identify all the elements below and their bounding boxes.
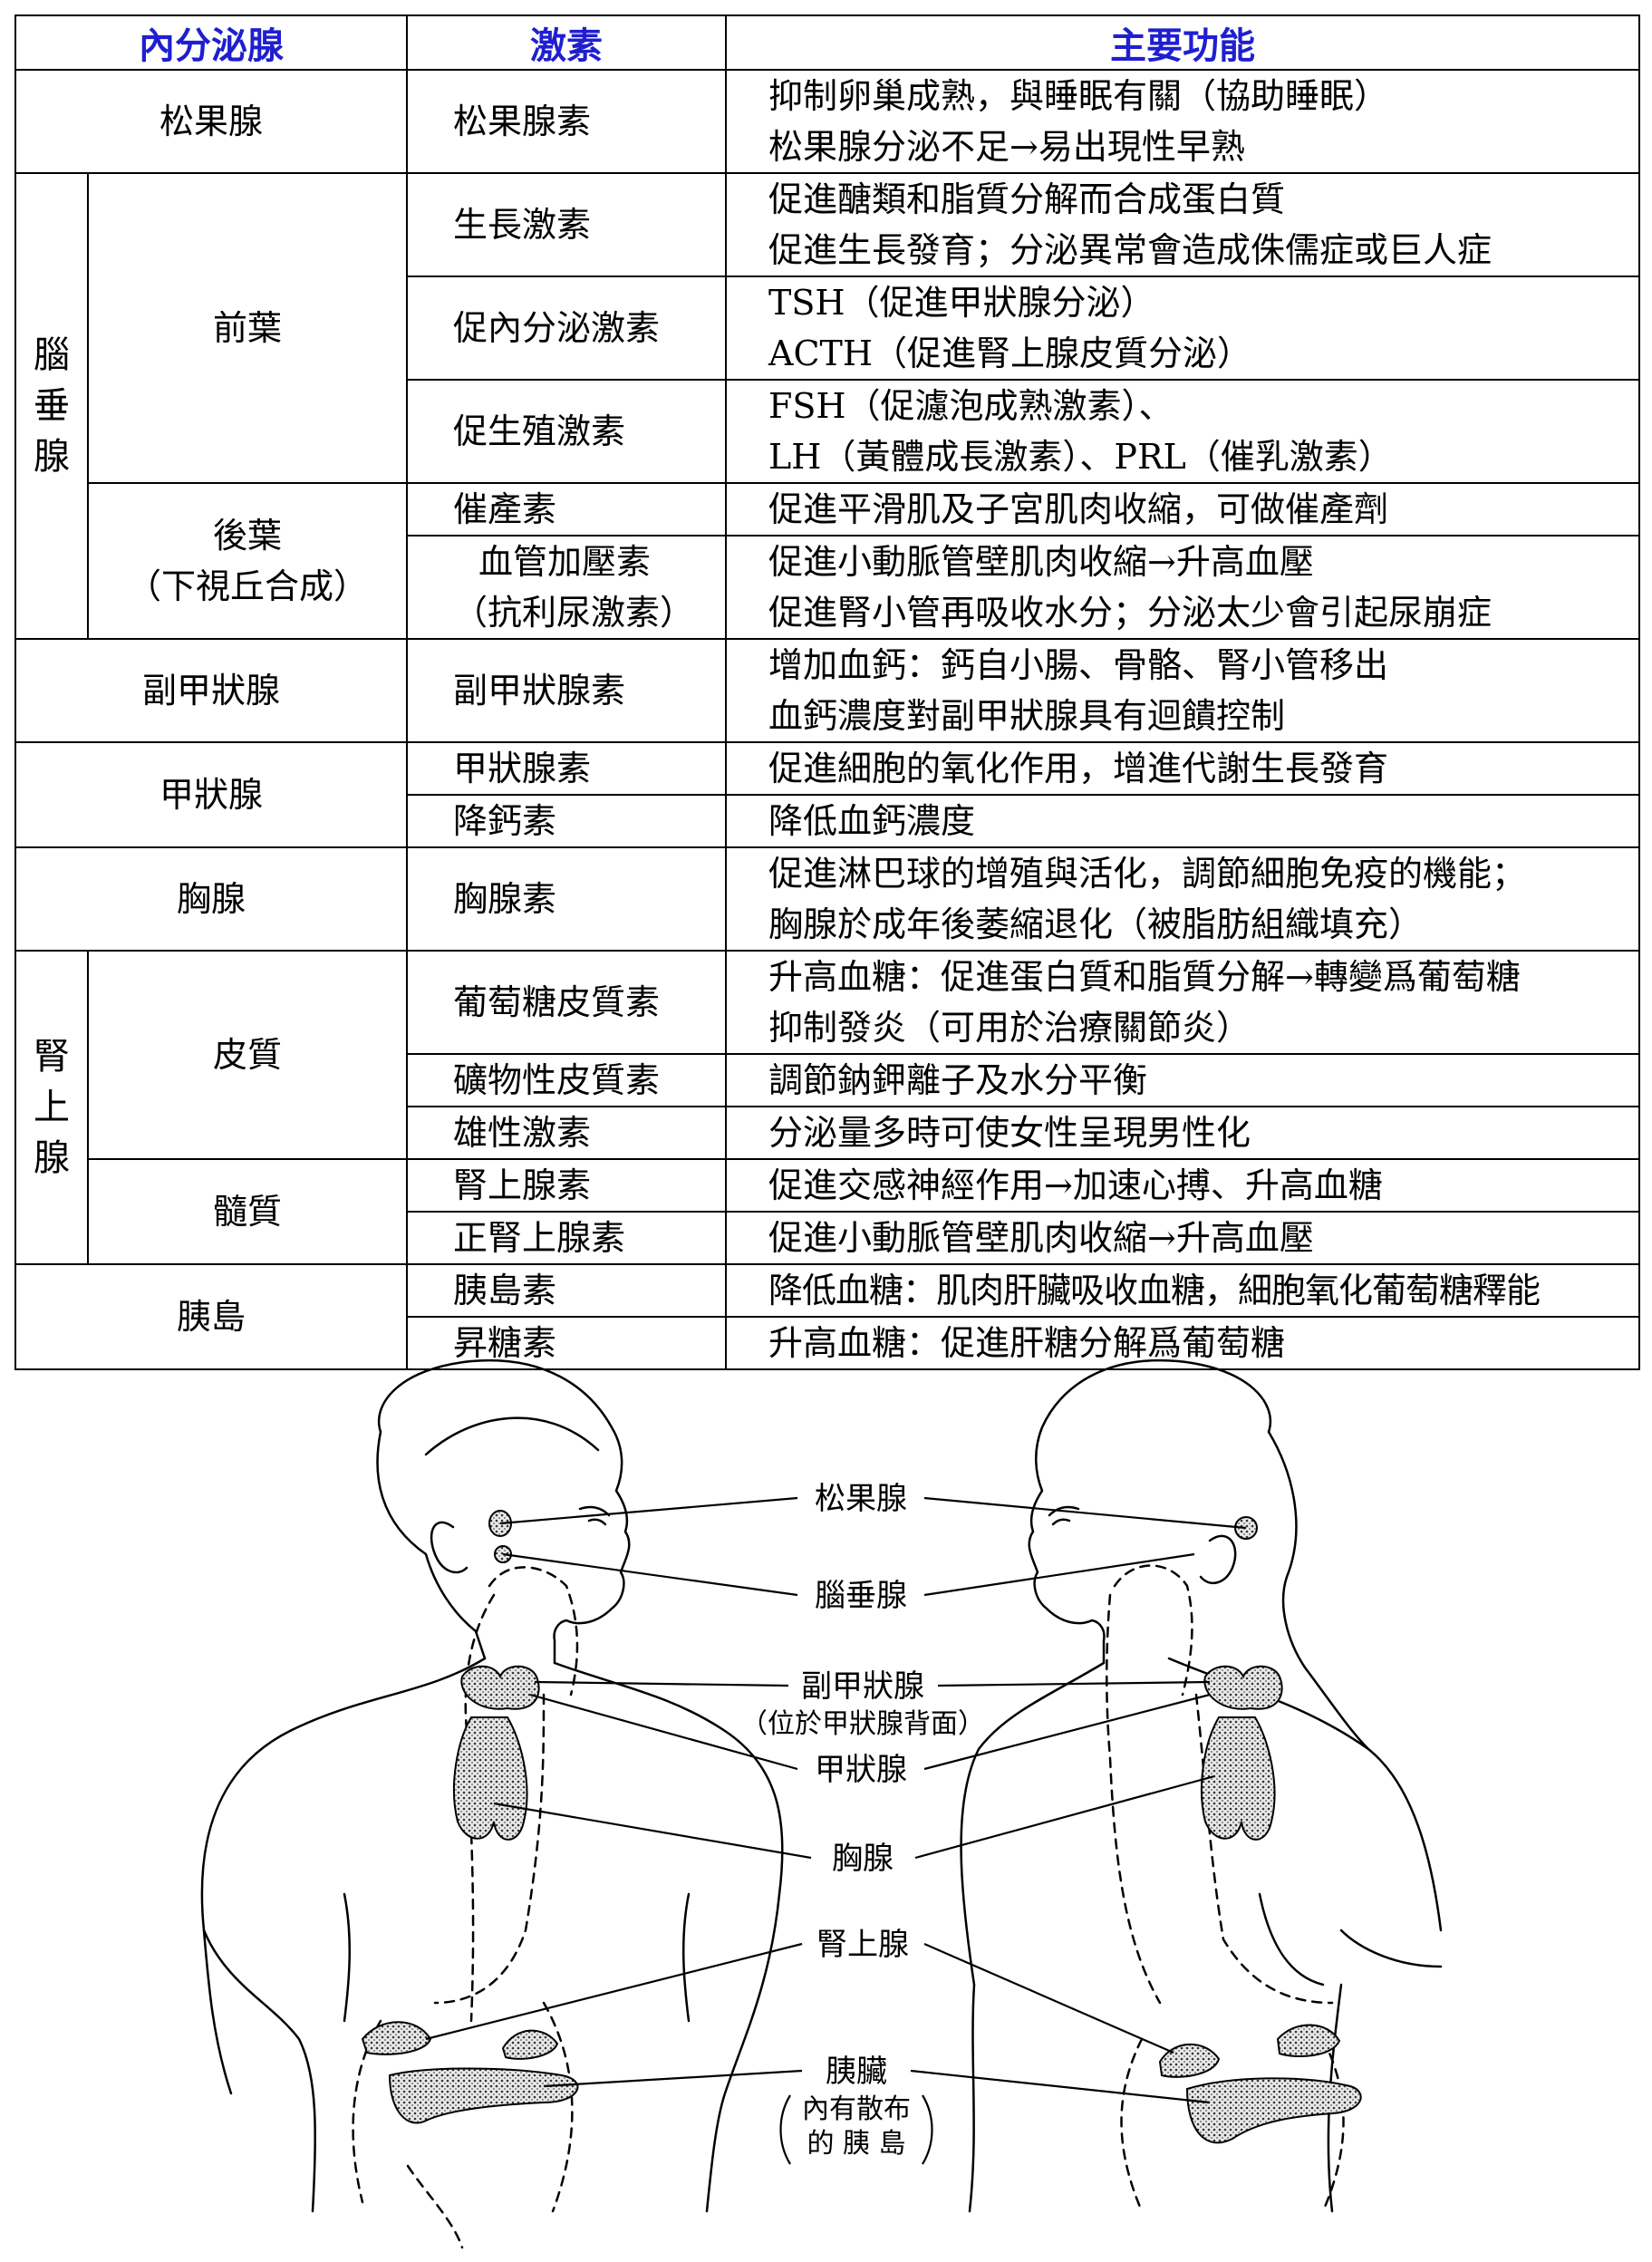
header-hormone: 激素 xyxy=(406,14,727,71)
male-figure xyxy=(200,1358,784,2249)
gland-pituitary: 腦 垂 腺 xyxy=(14,172,89,640)
hormone-calcitonin: 降鈣素 xyxy=(406,794,727,848)
gland-pineal: 松果腺 xyxy=(14,69,408,174)
hormone-thymosin: 胸腺素 xyxy=(406,846,727,952)
female-adrenal-right xyxy=(1276,2024,1341,2058)
female-thymus-gland xyxy=(1201,1716,1276,1841)
male-thyroid-gland xyxy=(460,1665,540,1710)
hormone-insulin: 胰島素 xyxy=(406,1263,727,1318)
hormone-tropic: 促內分泌激素 xyxy=(406,276,727,381)
diagram-label-pituitary: 腦垂腺 xyxy=(815,1578,907,1614)
lobe-anterior: 前葉 xyxy=(87,172,408,484)
gland-parathyroid: 副甲狀腺 xyxy=(14,638,408,743)
header-gland: 內分泌腺 xyxy=(14,14,408,71)
hormone-glucocorticoid: 葡萄糖皮質素 xyxy=(406,950,727,1055)
hormone-mineralocorticoid: 礦物性皮質素 xyxy=(406,1053,727,1107)
hormone-glucagon: 昇糖素 xyxy=(406,1316,727,1370)
lobe-posterior: 後葉（下視丘合成） xyxy=(87,482,408,640)
function-glucocorticoid: 升高血糖：促進蛋白質和脂質分解→轉變爲葡萄糖抑制發炎（可用於治療關節炎） xyxy=(725,950,1640,1055)
function-mineralocorticoid: 調節鈉鉀離子及水分平衡 xyxy=(725,1053,1640,1107)
gland-adrenal: 腎 上 腺 xyxy=(14,950,89,1265)
hormone-thyroxine: 甲狀腺素 xyxy=(406,741,727,796)
function-calcitonin: 降低血鈣濃度 xyxy=(725,794,1640,848)
function-parathormone: 增加血鈣：鈣自小腸、骨骼、腎小管移出血鈣濃度對副甲狀腺具有迴饋控制 xyxy=(725,638,1640,743)
endocrine-table: 內分泌腺 激素 主要功能 松果腺 松果腺素 抑制卵巢成熟，與睡眠有關（協助睡眠）… xyxy=(14,14,1640,1370)
function-melatonin: 抑制卵巢成熟，與睡眠有關（協助睡眠）松果腺分泌不足→易出現性早熟 xyxy=(725,69,1640,174)
male-thymus-gland xyxy=(453,1716,528,1841)
female-thyroid-gland xyxy=(1203,1665,1283,1710)
hormone-growth: 生長激素 xyxy=(406,172,727,277)
diagram-label-pancreas-note-1: 內有散布 xyxy=(802,2093,911,2125)
diagram-label-parathyroid-note: （位於甲狀腺背面） xyxy=(740,1708,985,1740)
header-function: 主要功能 xyxy=(725,14,1640,71)
diagram-label-pancreas-note-2: 的 胰 島 xyxy=(807,2128,905,2160)
hormone-vasopressin: 血管加壓素（抗利尿激素） xyxy=(406,535,727,640)
function-thyroxine: 促進細胞的氧化作用，增進代謝生長發育 xyxy=(725,741,1640,796)
function-growth: 促進醣類和脂質分解而合成蛋白質促進生長發育；分泌異常會造成侏儒症或巨人症 xyxy=(725,172,1640,277)
diagram-label-pancreas: 胰臟 xyxy=(826,2054,887,2090)
function-glucagon: 升高血糖：促進肝糖分解爲葡萄糖 xyxy=(725,1316,1640,1370)
function-vasopressin: 促進小動脈管壁肌肉收縮→升高血壓促進腎小管再吸收水分；分泌太少會引起尿崩症 xyxy=(725,535,1640,640)
endocrine-diagram: 松果腺 腦垂腺 副甲狀腺 （位於甲狀腺背面） 甲狀腺 胸腺 腎上腺 胰臟 內有散… xyxy=(200,1358,1443,2249)
function-androgen: 分泌量多時可使女性呈現男性化 xyxy=(725,1106,1640,1160)
adrenal-cortex: 皮質 xyxy=(87,950,408,1160)
function-epinephrine: 促進交感神經作用→加速心搏、升高血糖 xyxy=(725,1158,1640,1213)
female-pancreas xyxy=(1185,2077,1362,2144)
male-pancreas xyxy=(388,2067,579,2124)
diagram-label-adrenal: 腎上腺 xyxy=(816,1927,909,1963)
gland-thyroid: 甲狀腺 xyxy=(14,741,408,848)
leader-lines xyxy=(425,1496,1247,2104)
gland-islets: 胰島 xyxy=(14,1263,408,1370)
function-norepinephrine: 促進小動脈管壁肌肉收縮→升高血壓 xyxy=(725,1211,1640,1265)
function-tropic: TSH（促進甲狀腺分泌）ACTH（促進腎上腺皮質分泌） xyxy=(725,276,1640,381)
hormone-norepinephrine: 正腎上腺素 xyxy=(406,1211,727,1265)
hormone-melatonin: 松果腺素 xyxy=(406,69,727,174)
diagram-label-pineal: 松果腺 xyxy=(815,1481,907,1517)
hormone-parathormone: 副甲狀腺素 xyxy=(406,638,727,743)
diagram-label-parathyroid: 副甲狀腺 xyxy=(801,1668,924,1705)
diagram-label-thyroid: 甲狀腺 xyxy=(815,1752,907,1788)
function-thymosin: 促進淋巴球的增殖與活化，調節細胞免疫的機能；胸腺於成年後萎縮退化（被脂肪組織填充… xyxy=(725,846,1640,952)
male-adrenal-left xyxy=(361,2021,432,2055)
gland-thymus: 胸腺 xyxy=(14,846,408,952)
function-gonadotropic: FSH（促濾泡成熟激素）、LH（黃體成長激素）、PRL（催乳激素） xyxy=(725,379,1640,484)
hormone-oxytocin: 催產素 xyxy=(406,482,727,536)
function-insulin: 降低血糖：肌肉肝臟吸收血糖，細胞氧化葡萄糖釋能 xyxy=(725,1263,1640,1318)
pancreas-note-brackets xyxy=(779,2094,933,2165)
hormone-gonadotropic: 促生殖激素 xyxy=(406,379,727,484)
diagram-label-thymus: 胸腺 xyxy=(832,1841,894,1877)
female-adrenal-left xyxy=(1158,2043,1221,2078)
hormone-epinephrine: 腎上腺素 xyxy=(406,1158,727,1213)
function-oxytocin: 促進平滑肌及子宮肌肉收縮，可做催產劑 xyxy=(725,482,1640,536)
male-adrenal-right xyxy=(501,2029,559,2060)
hormone-androgen: 雄性激素 xyxy=(406,1106,727,1160)
adrenal-medulla: 髓質 xyxy=(87,1158,408,1265)
